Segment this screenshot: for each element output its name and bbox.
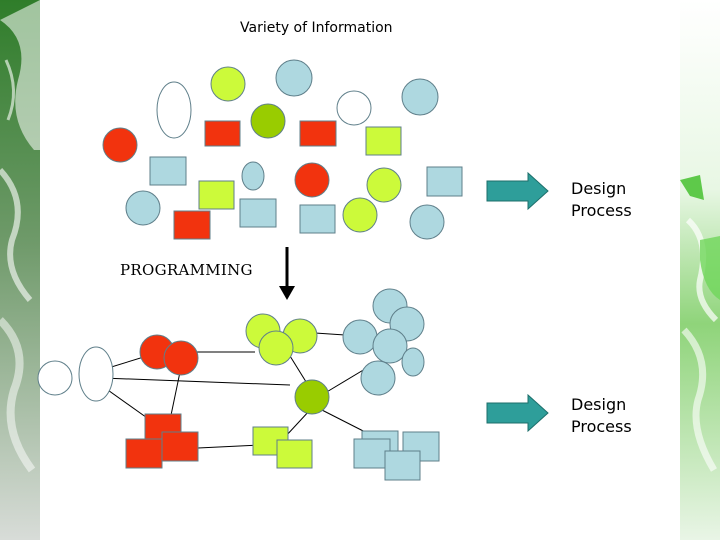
design-process-label-bottom: Design Process — [571, 394, 661, 438]
lightblue-small-ellipse — [401, 347, 425, 377]
red-square — [299, 120, 337, 147]
olive-circle — [250, 103, 286, 139]
lightblue-circle — [342, 319, 378, 355]
lightblue-square — [239, 198, 277, 228]
right-arrow-top — [486, 171, 549, 211]
lime-square — [365, 126, 402, 156]
down-arrow — [279, 247, 295, 300]
red-square — [125, 438, 163, 469]
lime-circle — [342, 197, 378, 233]
lightblue-square — [299, 204, 336, 234]
design-process-bottom-line2: Process — [571, 417, 632, 436]
lightblue-circle — [401, 78, 439, 116]
bottom-shapes-cluster — [37, 288, 440, 481]
lightblue-circle — [275, 59, 313, 97]
white-circle — [37, 360, 73, 396]
lightblue-circle — [372, 328, 408, 364]
lightblue-circle — [360, 360, 396, 396]
red-circle — [102, 127, 138, 163]
lime-square — [276, 439, 313, 469]
programming-label: PROGRAMMING — [120, 261, 253, 279]
white-ellipse — [156, 81, 192, 139]
lime-square — [198, 180, 235, 210]
red-square — [161, 431, 199, 462]
design-process-top-line2: Process — [571, 201, 632, 220]
design-process-top-line1: Design — [571, 179, 627, 198]
lime-circle — [258, 330, 294, 366]
lightblue-square — [426, 166, 463, 197]
right-arrow-bottom — [486, 393, 549, 433]
top-shapes-cluster — [102, 59, 463, 240]
lightblue-small-ellipse — [241, 161, 265, 191]
red-circle — [163, 340, 199, 376]
lightblue-circle — [125, 190, 161, 226]
lightblue-circle — [409, 204, 445, 240]
network-connectors — [94, 331, 376, 449]
right-leaf-decoration — [680, 0, 720, 540]
lime-circle — [366, 167, 402, 203]
diagram-title: Variety of Information — [240, 20, 393, 36]
white-ellipse — [78, 346, 114, 402]
olive-circle — [294, 379, 330, 415]
red-square — [173, 210, 211, 240]
red-square — [204, 120, 241, 147]
white-circle — [336, 90, 372, 126]
red-circle — [294, 162, 330, 198]
lightblue-square — [384, 450, 421, 481]
lightblue-square — [353, 438, 391, 469]
design-process-label-top: Design Process — [571, 178, 661, 222]
left-leaf-decoration — [0, 0, 40, 540]
lime-circle — [210, 66, 246, 102]
lightblue-square — [149, 156, 187, 186]
design-process-bottom-line1: Design — [571, 395, 627, 414]
